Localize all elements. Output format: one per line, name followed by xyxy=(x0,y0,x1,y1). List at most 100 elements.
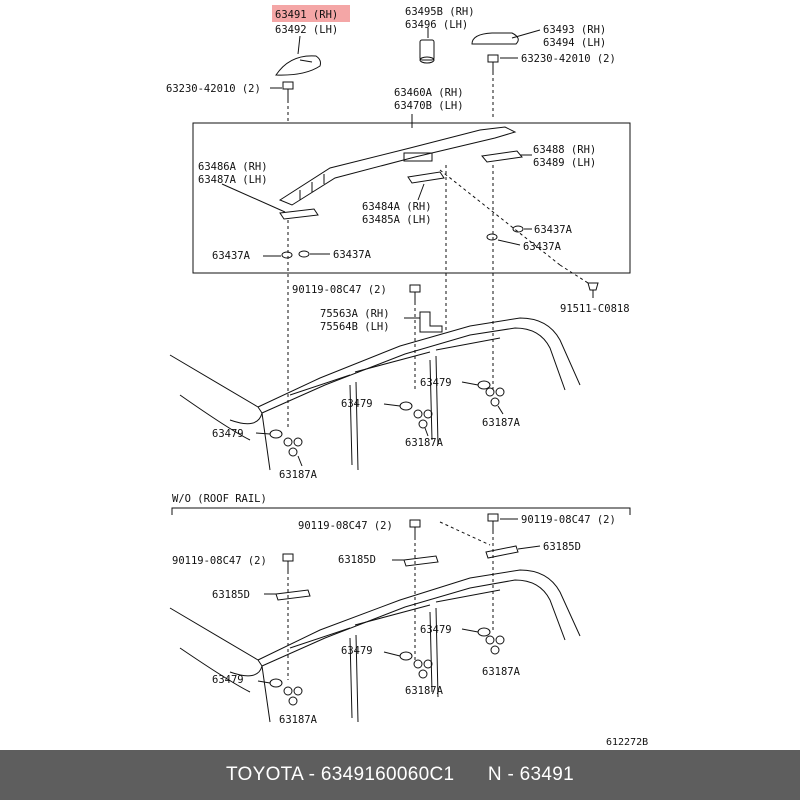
footer-part-text: TOYOTA - 6349160060C1 N - 63491 xyxy=(225,764,575,785)
nut-63187a-icon xyxy=(413,409,433,429)
label-63185d[interactable]: 63185D xyxy=(212,589,250,601)
label-63187a[interactable]: 63187A xyxy=(279,714,318,726)
label-63437a[interactable]: 63437A xyxy=(212,250,251,262)
pad-63484a-shape xyxy=(407,171,445,184)
vehicle-window-line xyxy=(289,337,501,396)
nut-63187a-icon xyxy=(283,437,303,457)
label-90119-b[interactable]: 90119-08C47 (2) xyxy=(172,555,267,567)
label-63187a[interactable]: 63187A xyxy=(482,417,521,429)
end-cover-edge xyxy=(299,59,313,63)
clip-63479-icon xyxy=(399,651,413,661)
label-63187a[interactable]: 63187A xyxy=(405,685,444,697)
bracket-63185d-shape xyxy=(403,555,439,567)
end-cover-63493-shape xyxy=(471,32,519,45)
bracket-75563a-shape xyxy=(419,311,443,333)
leader-63493 xyxy=(511,29,541,39)
label-63185d[interactable]: 63185D xyxy=(543,541,581,553)
label-63460a[interactable]: 63460A (RH) xyxy=(394,87,464,99)
clip-63479-icon xyxy=(269,678,283,688)
leader-63479-1 xyxy=(255,432,271,435)
label-75564b[interactable]: 75564B (LH) xyxy=(320,321,390,333)
label-63479[interactable]: 63479 xyxy=(420,624,452,636)
bolt-icon xyxy=(409,284,421,302)
nut-63187a-icon xyxy=(283,686,303,706)
label-63493[interactable]: 63493 (RH) xyxy=(543,24,606,36)
label-63437a[interactable]: 63437A xyxy=(333,249,372,261)
label-75563a[interactable]: 75563A (RH) xyxy=(320,308,390,320)
end-cover-63491-shape xyxy=(275,55,321,76)
bolt-icon xyxy=(282,81,294,100)
pad-63486a-shape xyxy=(279,208,319,220)
label-63491[interactable]: 63491 (RH) xyxy=(275,9,338,21)
label-91511[interactable]: 91511-C0818 xyxy=(560,303,630,315)
pad-63488-shape xyxy=(481,150,523,163)
vehicle-door-frames-lower xyxy=(261,607,439,723)
label-63495b[interactable]: 63495B (RH) xyxy=(405,6,475,18)
dash-screw xyxy=(559,264,589,284)
selected-part-highlight xyxy=(272,5,350,22)
bolt-icon xyxy=(409,519,421,537)
rail-center-support xyxy=(403,152,433,162)
label-63479[interactable]: 63479 xyxy=(212,674,244,686)
label-wo-roof-rail: W/O (ROOF RAIL) xyxy=(172,493,267,505)
label-63489[interactable]: 63489 (LH) xyxy=(533,157,596,169)
clip-63437a-icon xyxy=(281,251,293,259)
label-63437a[interactable]: 63437A xyxy=(523,241,562,253)
leader-63491 xyxy=(297,35,301,55)
label-63185d[interactable]: 63185D xyxy=(338,554,376,566)
leader-63486a xyxy=(221,183,286,213)
nut-63187a-icon xyxy=(413,659,433,679)
label-90119-c[interactable]: 90119-08C47 (2) xyxy=(521,514,616,526)
label-63485a[interactable]: 63485A (LH) xyxy=(362,214,432,226)
label-bolt-right[interactable]: 63230-42010 (2) xyxy=(521,53,616,65)
label-90119-a[interactable]: 90119-08C47 (2) xyxy=(298,520,393,532)
clip-63479-icon xyxy=(399,401,413,411)
dash-diagonal xyxy=(439,169,561,266)
leader-63479-2 xyxy=(383,403,401,407)
nut-63187a-icon xyxy=(485,387,505,407)
clip-63437a-icon xyxy=(298,250,310,258)
roof-rail-63460a-shape xyxy=(278,126,517,206)
clip-63479-icon xyxy=(477,627,491,637)
parts-diagram: 63491 (RH) 63492 (LH) 63495B (RH) 63496 … xyxy=(166,5,648,748)
part-info-footer: TOYOTA - 6349160060C1 N - 63491 xyxy=(0,750,800,800)
vehicle-roof-drip-lower xyxy=(179,647,263,693)
label-63187a[interactable]: 63187A xyxy=(482,666,521,678)
leader-63187a-2 xyxy=(424,427,429,437)
label-63479[interactable]: 63479 xyxy=(341,398,373,410)
label-63437a[interactable]: 63437A xyxy=(534,224,573,236)
label-63492[interactable]: 63492 (LH) xyxy=(275,24,338,36)
clip-63479-icon xyxy=(269,429,283,439)
bracket-63185d-shape xyxy=(275,589,311,601)
label-63479[interactable]: 63479 xyxy=(420,377,452,389)
vehicle-door-frames xyxy=(261,355,439,471)
leader-63479-3 xyxy=(461,381,479,386)
label-63187a[interactable]: 63187A xyxy=(279,469,318,481)
nut-63187a-icon xyxy=(485,635,505,655)
clip-63479-icon xyxy=(477,380,491,390)
rail-legs xyxy=(299,174,325,200)
label-63496[interactable]: 63496 (LH) xyxy=(405,19,468,31)
leader-63187a-1 xyxy=(297,455,303,467)
label-63487a[interactable]: 63487A (LH) xyxy=(198,174,268,186)
label-63470b[interactable]: 63470B (LH) xyxy=(394,100,464,112)
label-63486a[interactable]: 63486A (RH) xyxy=(198,161,268,173)
clip-63437a-icon xyxy=(486,233,498,241)
wo-roof-rail-bracket xyxy=(171,507,631,515)
label-90119-top[interactable]: 90119-08C47 (2) xyxy=(292,284,387,296)
label-63484a[interactable]: 63484A (RH) xyxy=(362,201,432,213)
figure-code: 612272B xyxy=(606,737,648,748)
label-63479[interactable]: 63479 xyxy=(341,645,373,657)
label-63488[interactable]: 63488 (RH) xyxy=(533,144,596,156)
bracket-63185d-shape xyxy=(485,545,519,559)
leader-63479-6 xyxy=(461,628,479,633)
leader-63479-5 xyxy=(383,651,401,657)
label-63187a[interactable]: 63187A xyxy=(405,437,444,449)
leader-63479-4 xyxy=(257,680,271,684)
label-bolt-left[interactable]: 63230-42010 (2) xyxy=(166,83,261,95)
screw-icon xyxy=(587,282,599,298)
dash-lower-diag xyxy=(439,521,491,546)
label-63494[interactable]: 63494 (LH) xyxy=(543,37,606,49)
label-63479[interactable]: 63479 xyxy=(212,428,244,440)
cap-63495b-base xyxy=(419,56,435,64)
